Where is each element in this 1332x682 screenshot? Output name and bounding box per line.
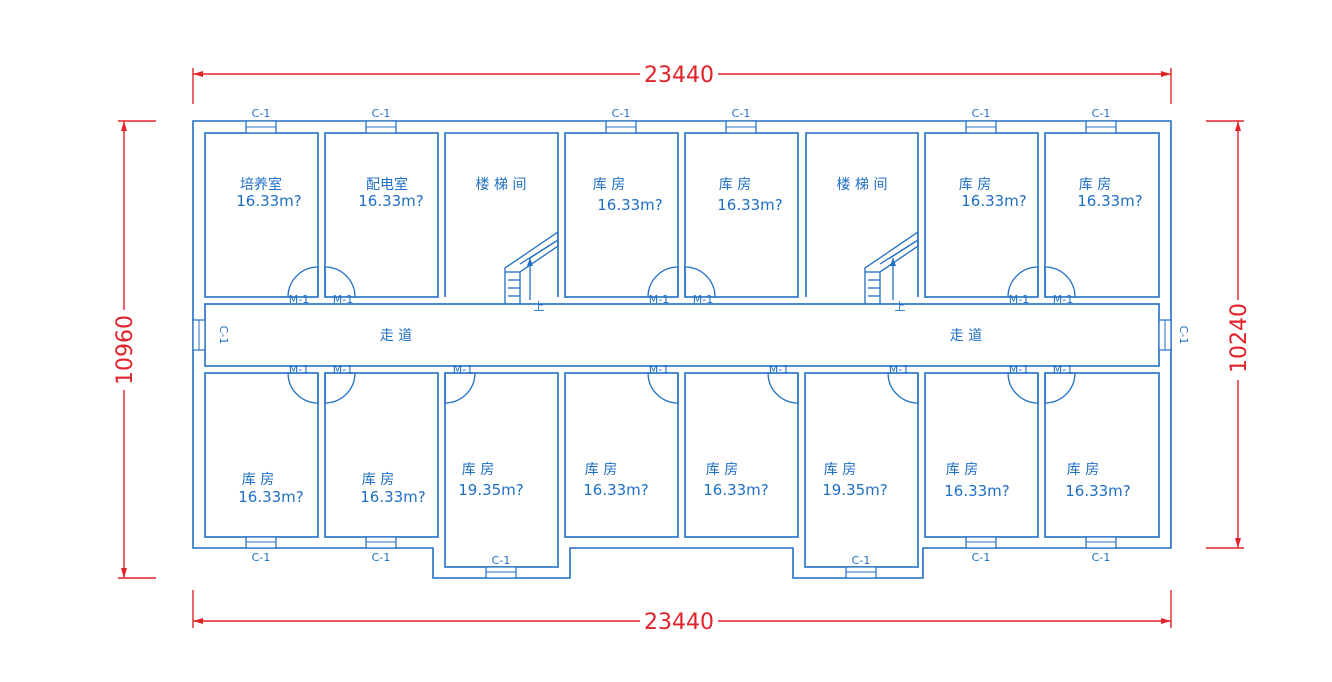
room-area: 16.33m? — [703, 481, 769, 499]
room-name: 楼 梯 间 — [837, 177, 888, 193]
outer-wall — [192, 120, 1172, 579]
window-label: C-1 — [972, 107, 991, 120]
corridor-label: 走 道 — [950, 328, 982, 344]
window-label: C-1 — [1177, 326, 1190, 345]
window-label: C-1 — [372, 107, 391, 120]
room-name: 库 房 — [959, 177, 991, 193]
room-area: 16.33m? — [944, 482, 1010, 500]
window-label: C-1 — [372, 551, 391, 564]
room-name: 库 房 — [362, 472, 394, 488]
dimension-left: 10960 — [113, 120, 156, 579]
window-label: C-1 — [732, 107, 751, 120]
room-area: 16.33m? — [358, 192, 424, 210]
top-rooms-walls — [204, 132, 1160, 298]
door-label: M-1 — [1009, 293, 1029, 306]
room-name: 库 房 — [946, 462, 978, 478]
window-label: C-1 — [972, 551, 991, 564]
window-label: C-1 — [852, 554, 871, 567]
door-label: M-1 — [769, 363, 789, 376]
room-name: 配电室 — [366, 176, 408, 193]
doors — [287, 266, 1076, 404]
room-area: 16.33m? — [238, 488, 304, 506]
room-name: 库 房 — [1067, 462, 1099, 478]
stair-up-label: 上 — [534, 300, 545, 313]
door-label: M-1 — [649, 363, 669, 376]
door-label: M-1 — [289, 363, 309, 376]
room-name: 库 房 — [1079, 177, 1111, 193]
door-label: M-1 — [1053, 363, 1073, 376]
corridor — [204, 303, 1160, 367]
room-area: 16.33m? — [597, 196, 663, 214]
room-area: 16.33m? — [583, 481, 649, 499]
room-area: 16.33m? — [1077, 192, 1143, 210]
door-label: M-1 — [333, 293, 353, 306]
window-label: C-1 — [1092, 551, 1111, 564]
room-name: 培养室 — [240, 176, 282, 193]
door-label: M-1 — [453, 363, 473, 376]
window-label: C-1 — [1092, 107, 1111, 120]
dimension-bottom: 23440 — [192, 590, 1172, 635]
door-label: M-1 — [333, 363, 353, 376]
room-name: 库 房 — [462, 462, 494, 478]
room-name: 楼 梯 间 — [476, 177, 527, 193]
door-label: M-1 — [649, 293, 669, 306]
room-name: 库 房 — [593, 177, 625, 193]
window-label: C-1 — [612, 107, 631, 120]
labels: C-1 C-1 C-1 C-1 C-1 C-1 C-1 C-1 C-1 C-1 … — [217, 107, 1190, 567]
room-name: 库 房 — [242, 472, 274, 488]
room-name: 库 房 — [706, 462, 738, 478]
door-label: M-1 — [889, 363, 909, 376]
dimension-top-label: 23440 — [644, 63, 714, 88]
stair-right — [864, 230, 919, 304]
dimension-right-label: 10240 — [1227, 303, 1252, 373]
door-label: M-1 — [289, 293, 309, 306]
door-label: M-1 — [693, 293, 713, 306]
room-name: 库 房 — [585, 462, 617, 478]
dimension-right: 10240 — [1206, 120, 1252, 549]
room-area: 16.33m? — [236, 192, 302, 210]
room-name: 库 房 — [824, 462, 856, 478]
window-label: C-1 — [492, 554, 511, 567]
bottom-rooms-walls — [204, 372, 1160, 568]
stair-left — [504, 230, 559, 304]
room-area: 16.33m? — [717, 196, 783, 214]
room-name: 库 房 — [719, 177, 751, 193]
room-area: 16.33m? — [360, 488, 426, 506]
stair-up-label: 上 — [895, 300, 906, 313]
windows — [192, 120, 1172, 579]
room-area: 19.35m? — [822, 481, 888, 499]
window-label: C-1 — [252, 551, 271, 564]
window-label: C-1 — [252, 107, 271, 120]
dimension-left-label: 10960 — [113, 315, 138, 385]
room-area: 16.33m? — [1065, 482, 1131, 500]
door-label: M-1 — [1009, 363, 1029, 376]
dimension-top: 23440 — [192, 63, 1172, 104]
door-label: M-1 — [1053, 293, 1073, 306]
room-area: 19.35m? — [458, 481, 524, 499]
room-area: 16.33m? — [961, 192, 1027, 210]
dimension-bottom-label: 23440 — [644, 610, 714, 635]
corridor-label: 走 道 — [380, 328, 412, 344]
window-label: C-1 — [217, 326, 230, 345]
